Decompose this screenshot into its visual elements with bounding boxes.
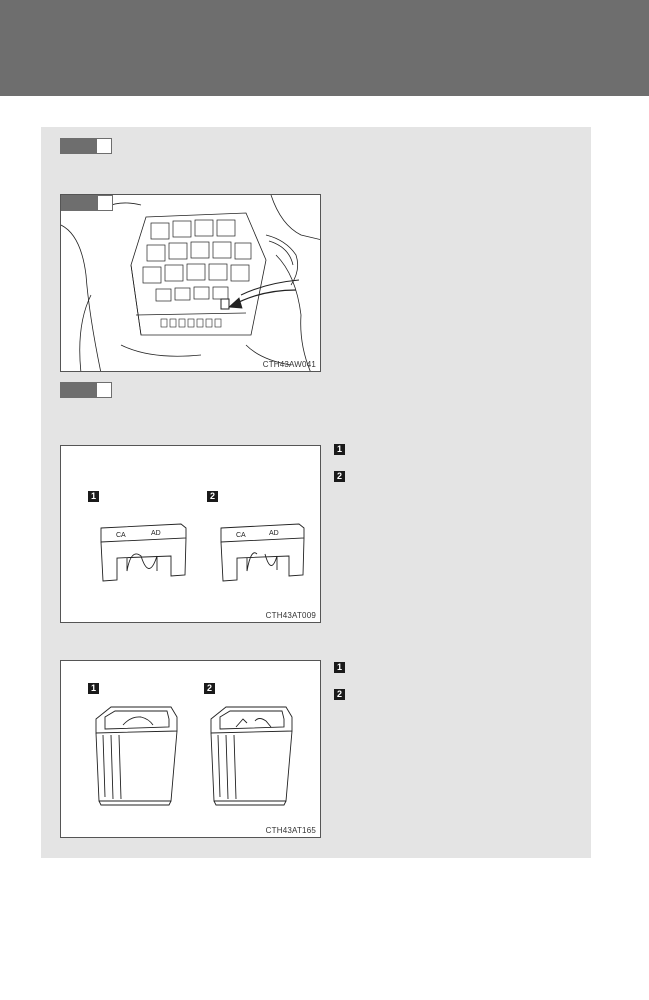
normal-flat-fuse-icon: CA AD bbox=[100, 523, 187, 582]
figure-code: CTH43AW041 bbox=[262, 360, 316, 369]
header-band bbox=[0, 0, 649, 96]
step-tab-2 bbox=[60, 382, 112, 398]
figure-code: CTH43AT009 bbox=[265, 611, 316, 620]
fuse-label-1: 1 bbox=[88, 491, 99, 502]
flat-fuse-figure: 1 2 CA AD CA AD CTH43AT009 bbox=[60, 445, 321, 623]
fuse-label-2: 2 bbox=[207, 491, 218, 502]
legend-item-1: 1 bbox=[334, 444, 345, 455]
legend-item-2: 2 bbox=[334, 689, 345, 700]
flat-fuse-illustration: CA AD CA AD bbox=[100, 523, 305, 582]
fuse-box-figure: CTH43AW041 bbox=[60, 194, 321, 372]
normal-cartridge-fuse-icon bbox=[95, 706, 178, 806]
svg-text:CA: CA bbox=[116, 532, 126, 539]
cartridge-fuse-illustration bbox=[95, 706, 293, 806]
fuse-label-2: 2 bbox=[204, 683, 215, 694]
fig-step-tab bbox=[61, 195, 113, 211]
fuse-box-illustration bbox=[61, 195, 320, 371]
svg-text:CA: CA bbox=[236, 532, 246, 539]
cartridge-fuse-figure: 1 2 CTH43AT165 bbox=[60, 660, 321, 838]
fuse-label-1: 1 bbox=[88, 683, 99, 694]
blown-cartridge-fuse-icon bbox=[210, 706, 293, 806]
svg-text:AD: AD bbox=[269, 530, 279, 537]
legend-item-2: 2 bbox=[334, 471, 345, 482]
svg-text:AD: AD bbox=[151, 530, 161, 537]
blown-flat-fuse-icon: CA AD bbox=[220, 523, 305, 582]
figure-code: CTH43AT165 bbox=[265, 826, 316, 835]
step-tab-1 bbox=[60, 138, 112, 154]
legend-item-1: 1 bbox=[334, 662, 345, 673]
